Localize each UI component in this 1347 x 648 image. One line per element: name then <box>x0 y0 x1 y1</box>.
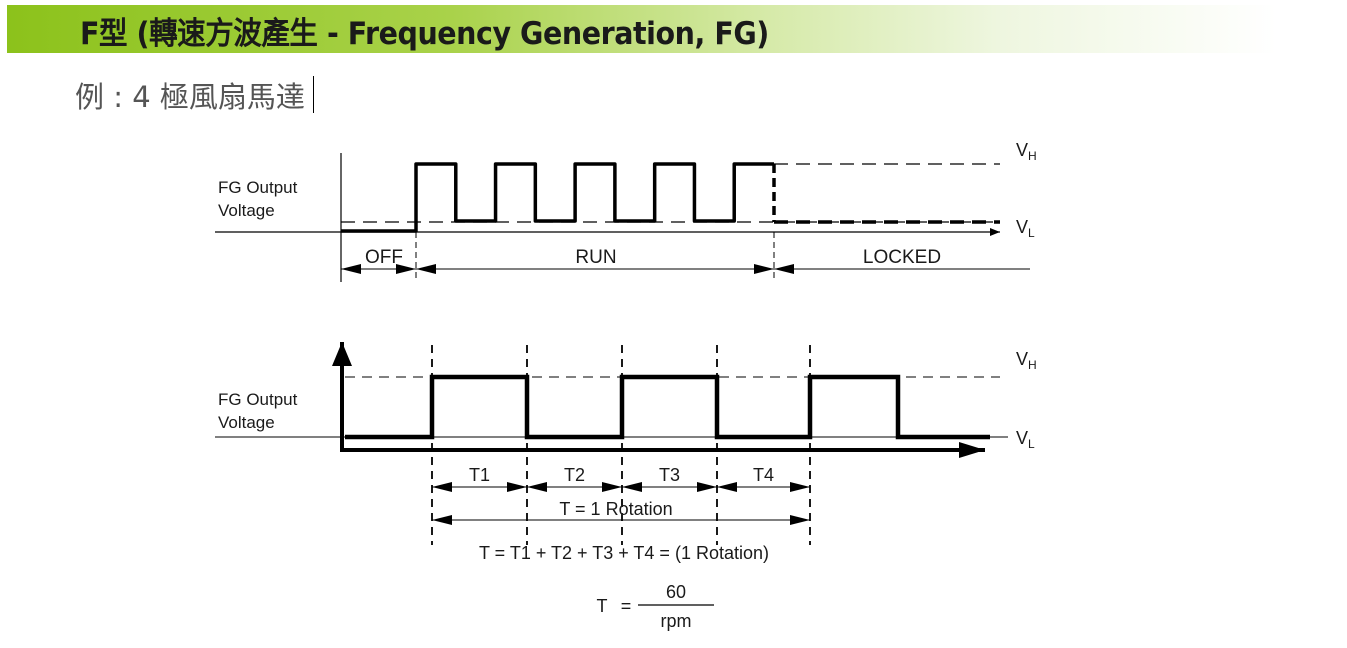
period-formula-equals: = <box>621 596 632 616</box>
subtitle[interactable]: 例 : 4 極風扇馬達 <box>75 80 305 114</box>
bottom-fg-waveform <box>345 374 990 440</box>
period-formula-numerator: 60 <box>666 582 686 602</box>
top-y-label-line1: FG Output <box>218 178 298 197</box>
top-y-label-line2: Voltage <box>218 201 275 220</box>
top-vh-label: VH <box>1016 140 1037 163</box>
phase-run-label: RUN <box>575 247 616 268</box>
bottom-vl-label: VL <box>1016 428 1035 451</box>
top-waveform-path <box>341 162 774 233</box>
period-formula: T = 60 rpm <box>597 582 714 631</box>
period-formula-lhs: T <box>597 596 608 616</box>
phase-off-label: OFF <box>365 247 403 268</box>
top-fg-waveform <box>341 162 774 233</box>
bottom-y-label-line2: Voltage <box>218 413 275 432</box>
text-cursor <box>313 76 314 113</box>
bottom-waveform-path <box>345 374 990 440</box>
bottom-diagram: FG Output Voltage VH VL T1 T2 T3 T4 T = 1 R… <box>215 342 1037 631</box>
interval-arrows: T1 T2 T3 T4 <box>432 465 810 492</box>
bottom-vh-label: VH <box>1016 349 1037 372</box>
top-diagram: FG Output Voltage VH VL OFF RUN LOCKED <box>215 140 1037 282</box>
header-bar <box>7 5 1277 53</box>
interval-label-t4: T4 <box>753 465 774 485</box>
interval-label-t1: T1 <box>469 465 490 485</box>
interval-label-t2: T2 <box>564 465 585 485</box>
bottom-y-label-line1: FG Output <box>218 390 298 409</box>
phase-locked-label: LOCKED <box>863 247 941 268</box>
rotation-label: T = 1 Rotation <box>559 499 672 519</box>
interval-label-t3: T3 <box>659 465 680 485</box>
top-vl-label: VL <box>1016 217 1035 240</box>
sum-formula: T = T1 + T2 + T3 + T4 = (1 Rotation) <box>479 543 769 563</box>
page-title: F型 (轉速方波產生 - Frequency Generation, FG) <box>80 16 769 52</box>
period-formula-denominator: rpm <box>661 611 692 631</box>
